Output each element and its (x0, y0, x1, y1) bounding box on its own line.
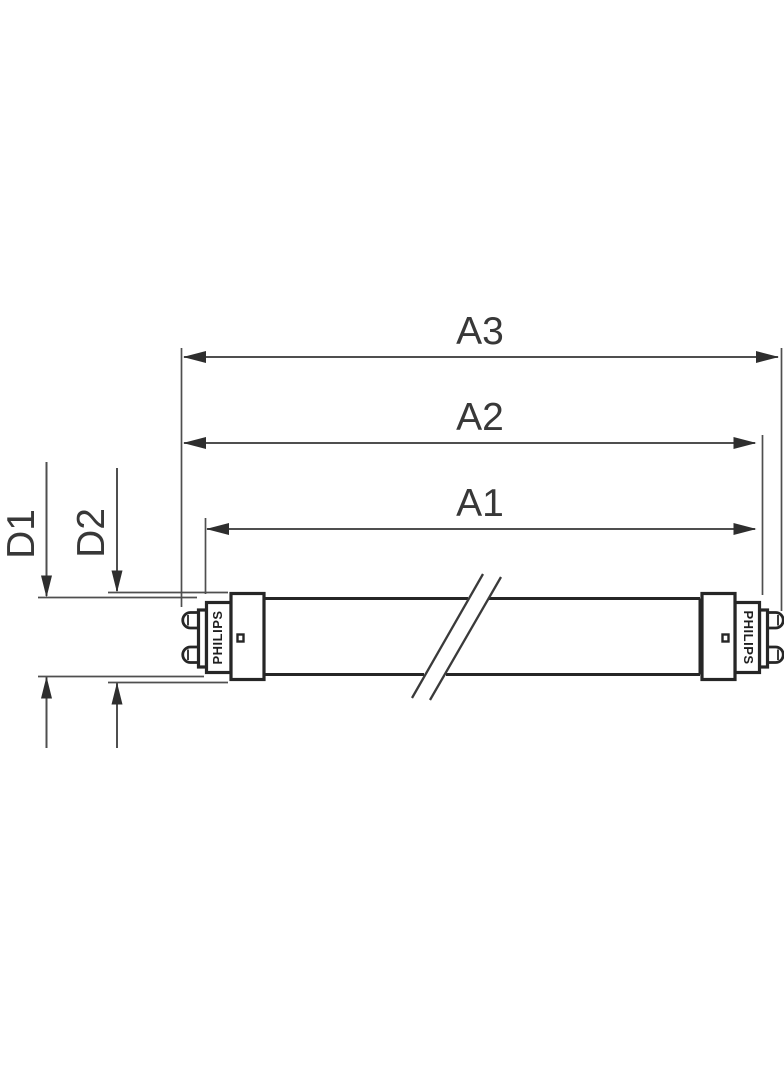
dimension-d2: D2 (70, 468, 228, 748)
arrowhead-down-icon (111, 570, 123, 593)
right-cap-main-section (700, 591, 737, 682)
tube-glass (262, 597, 702, 676)
arrowhead-left-icon (183, 437, 206, 449)
right-cap-brand-label: PHILIPS (741, 610, 756, 664)
arrowhead-right-icon (733, 437, 757, 449)
a3-label: A3 (456, 310, 504, 353)
a2-label: A2 (456, 396, 504, 439)
arrowhead-down-icon (41, 575, 52, 598)
arrowhead-left-icon (183, 351, 206, 363)
dimension-a2: A2 (183, 396, 764, 595)
left-cap-main-section (229, 591, 266, 682)
arrowhead-up-icon (111, 682, 123, 705)
left-end-cap: PHILIPS (181, 591, 266, 682)
a1-label: A1 (456, 482, 504, 525)
arrowhead-right-icon (756, 351, 779, 363)
left-cap-brand-label: PHILIPS (210, 610, 225, 664)
tube-break-mark (411, 573, 502, 701)
right-end-cap: PHILIPS (700, 591, 784, 682)
d1-label: D1 (0, 509, 43, 559)
arrowhead-up-icon (41, 676, 52, 699)
d2-label: D2 (70, 508, 113, 558)
right-cap-vent-square (721, 633, 730, 643)
dimension-d1: D1 (0, 462, 204, 748)
left-cap-vent-square (236, 633, 245, 643)
dimension-a1: A1 (204, 482, 757, 594)
arrowhead-left-icon (206, 523, 229, 535)
left-cap-brand-section (204, 600, 233, 675)
dimension-a3: A3 (180, 310, 783, 611)
arrowhead-right-icon (733, 523, 757, 535)
